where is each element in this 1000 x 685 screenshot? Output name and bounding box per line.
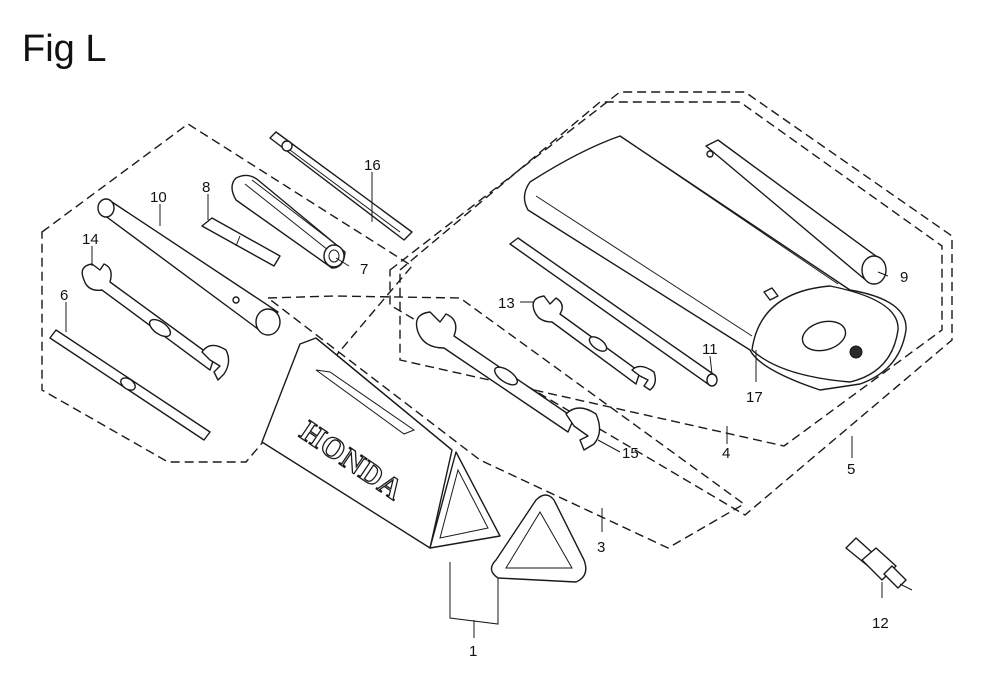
box-spanner-10 bbox=[97, 198, 281, 336]
screwdriver-handle-7 bbox=[231, 174, 346, 269]
spark-plug-12 bbox=[845, 537, 913, 591]
screwdriver-blade-16 bbox=[269, 131, 413, 241]
callout-15: 15 bbox=[622, 445, 639, 462]
callout-12: 12 bbox=[872, 615, 889, 632]
tool-case-end-cap bbox=[490, 494, 587, 583]
screwdriver-bit-8 bbox=[201, 217, 281, 267]
wrench-13 bbox=[532, 295, 657, 391]
callout-11: 11 bbox=[702, 341, 718, 358]
callout-17: 17 bbox=[746, 389, 763, 406]
callout-14: 14 bbox=[82, 231, 99, 248]
callout-5: 5 bbox=[847, 461, 855, 478]
callout-9: 9 bbox=[900, 269, 908, 286]
wrench-14 bbox=[81, 263, 230, 381]
callout-1: 1 bbox=[469, 643, 477, 660]
tool-roll-bag-17 bbox=[523, 135, 907, 391]
box-spanner-9 bbox=[705, 139, 887, 285]
callout-4: 4 bbox=[722, 445, 730, 462]
figure-title: Fig L bbox=[22, 28, 107, 70]
callout-13: 13 bbox=[498, 295, 515, 312]
callout-16: 16 bbox=[364, 157, 381, 174]
tool-case-1: HONDA bbox=[261, 337, 501, 549]
leader-lines bbox=[65, 172, 889, 638]
callout-7: 7 bbox=[360, 261, 368, 278]
group-outline-tool-roll-4 bbox=[399, 101, 943, 447]
callout-8: 8 bbox=[202, 179, 210, 196]
screwdriver-6 bbox=[49, 329, 211, 441]
callout-10: 10 bbox=[150, 189, 167, 206]
wrench-15 bbox=[415, 311, 601, 451]
group-outline-left-tools bbox=[41, 123, 414, 463]
callout-6: 6 bbox=[60, 287, 68, 304]
callout-3: 3 bbox=[597, 539, 605, 556]
